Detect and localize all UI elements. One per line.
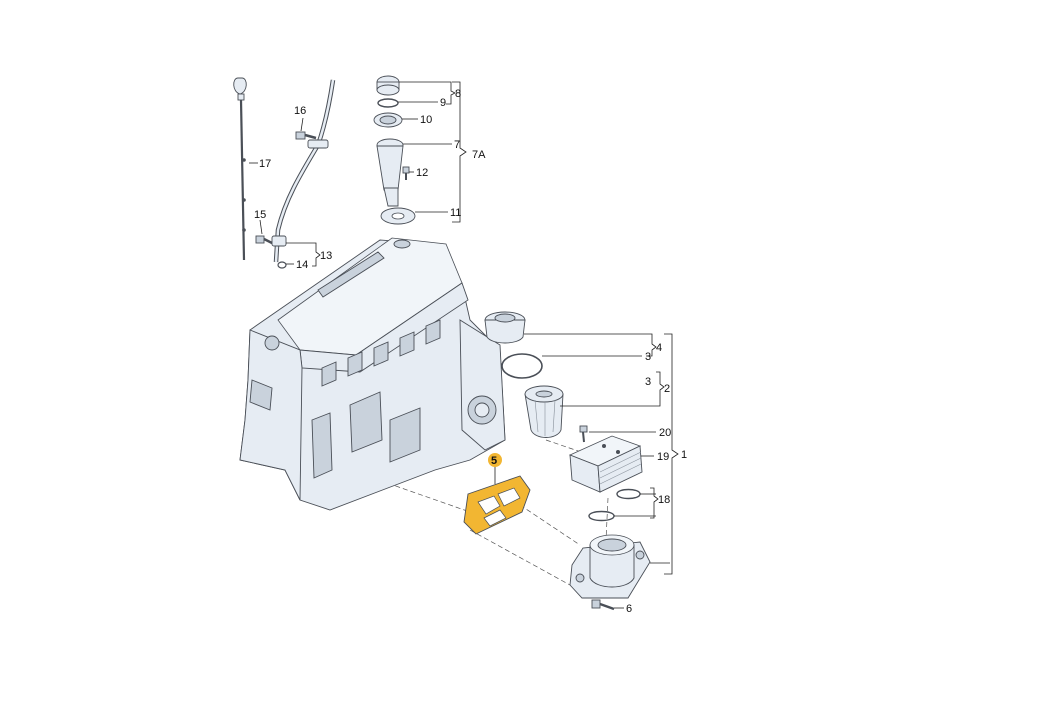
assembly-lines: [349, 439, 609, 586]
callout-5-highlighted: 5: [488, 453, 502, 467]
callout-11: 11: [450, 207, 461, 219]
callout-12: 12: [416, 167, 428, 179]
bolt-6[interactable]: [591, 599, 615, 611]
callout-19: 19: [657, 451, 669, 463]
callout-13: 13: [320, 250, 332, 262]
callout-14: 14: [296, 259, 308, 271]
dipstick-guide-tube[interactable]: [271, 79, 336, 263]
leader-lines: [249, 81, 670, 609]
callout-10: 10: [420, 114, 432, 126]
gasket-11[interactable]: [380, 207, 416, 225]
seal-9[interactable]: [377, 98, 399, 108]
callout-18: 18: [658, 494, 670, 506]
callout-6: 6: [626, 603, 632, 615]
callout-labels: 17 16 15 14 13 8 9 10 7 7A 12 11 4 3 3 2…: [254, 88, 687, 615]
callout-7a: 7A: [472, 149, 486, 161]
brackets: [312, 81, 679, 575]
oil-filler-cap[interactable]: [376, 75, 400, 96]
callout-2: 2: [664, 383, 670, 395]
callout-20: 20: [659, 427, 671, 439]
bolt-16[interactable]: [295, 131, 317, 140]
bolt-20[interactable]: [579, 425, 588, 443]
filler-ring-10[interactable]: [373, 112, 403, 128]
bolt-15[interactable]: [255, 235, 273, 245]
bolt-12[interactable]: [402, 166, 410, 180]
o-ring-14[interactable]: [277, 261, 287, 269]
o-ring-3[interactable]: [501, 353, 543, 379]
callout-9: 9: [440, 97, 446, 109]
callout-15: 15: [254, 209, 266, 221]
oil-filler-neck[interactable]: [376, 138, 404, 207]
callout-7: 7: [454, 139, 460, 151]
callout-5: 5: [491, 455, 497, 467]
oil-cooler[interactable]: [568, 435, 643, 493]
dipstick[interactable]: [233, 77, 247, 261]
callout-16: 16: [294, 105, 306, 117]
oil-filter-housing[interactable]: [569, 534, 651, 599]
callout-4: 4: [656, 342, 662, 354]
oil-filter-cap[interactable]: [484, 311, 526, 344]
callout-3a: 3: [645, 351, 651, 363]
callout-5-badge: [488, 453, 502, 467]
callout-3b: 3: [645, 376, 651, 388]
engine-block: [239, 237, 506, 511]
callout-17: 17: [259, 158, 271, 170]
gasket-5-highlighted[interactable]: [463, 475, 531, 535]
callout-8: 8: [455, 88, 461, 100]
callout-1: 1: [681, 449, 687, 461]
oil-filter-element[interactable]: [524, 385, 564, 438]
